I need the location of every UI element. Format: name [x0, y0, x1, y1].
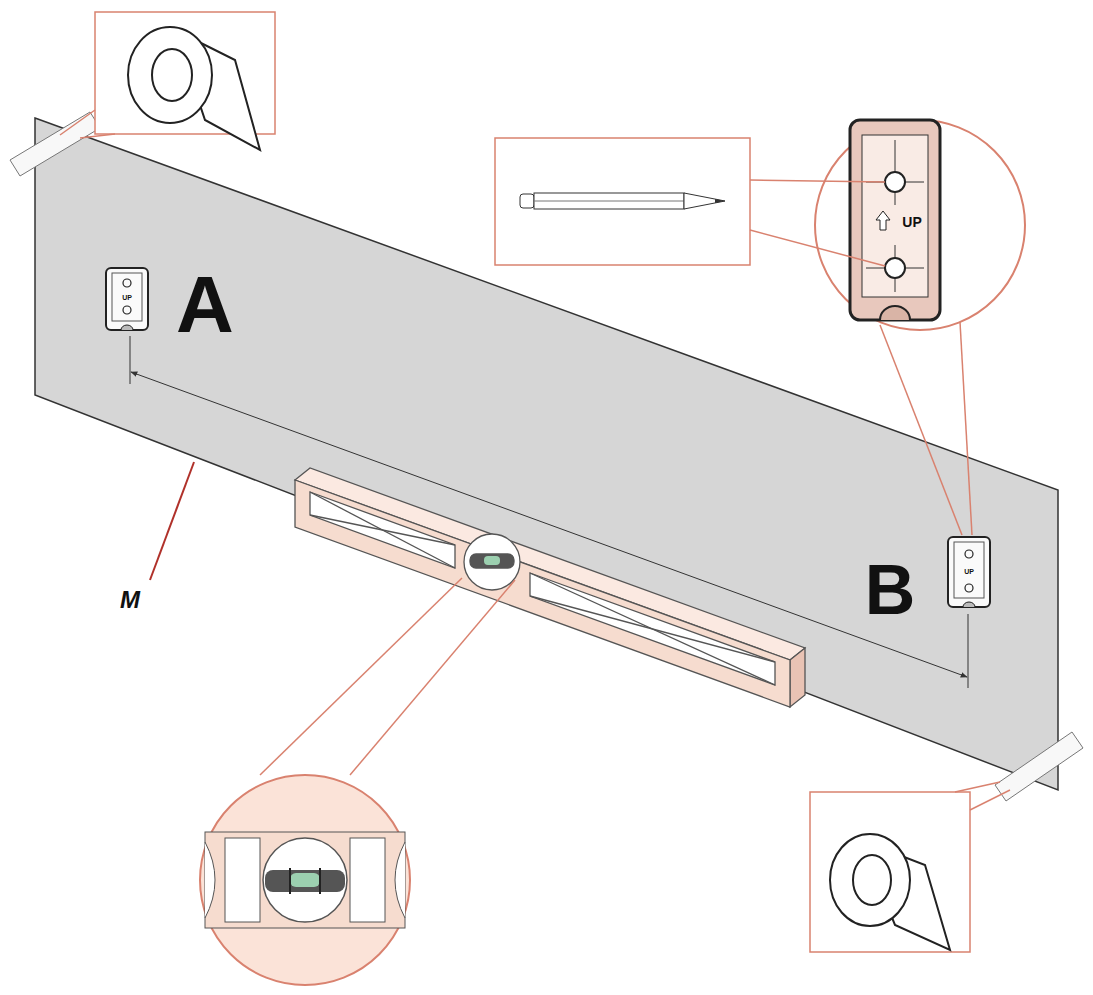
up-marking: UP: [122, 294, 132, 301]
template-panel: [35, 118, 1058, 790]
bracket-letter: A: [176, 265, 234, 345]
spirit-level: [295, 468, 805, 707]
dimension-line: [130, 336, 968, 688]
up-marking: UP: [964, 568, 974, 575]
bracket-zoom: [815, 120, 1025, 535]
part-label: M: [120, 588, 140, 612]
level-zoom: [200, 578, 515, 985]
leader-line: [150, 462, 194, 580]
tape-strip: [10, 112, 1083, 801]
up-marking: UP: [902, 215, 921, 229]
pencil-callout: [495, 138, 885, 266]
bracket-letter: B: [865, 555, 916, 625]
tape-callout: [60, 12, 1010, 952]
